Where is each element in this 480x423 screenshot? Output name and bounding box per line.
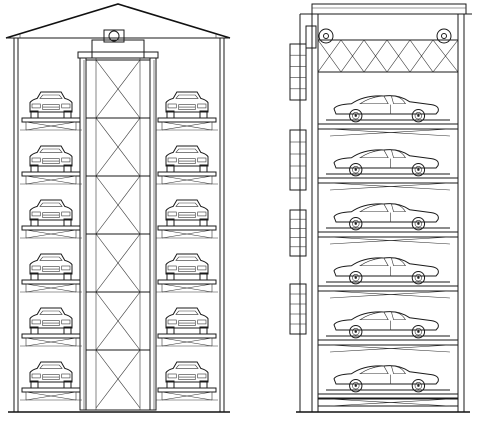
front-right-pallet-3 [156, 225, 218, 239]
side-roof-frame [300, 3, 472, 15]
front-right-car-6 [165, 361, 209, 389]
front-left-pallet-3 [20, 225, 82, 239]
side-panel-2 [289, 129, 307, 191]
side-car-4 [333, 257, 439, 285]
front-left-car-1 [29, 91, 73, 119]
front-right-car-1 [165, 91, 209, 119]
side-panel-3 [289, 209, 307, 257]
side-elevation-view [289, 3, 472, 413]
front-left-car-2 [29, 145, 73, 173]
side-car-5 [333, 311, 439, 339]
side-level-5 [317, 335, 459, 353]
side-panel-1 [289, 43, 307, 101]
front-right-car-2 [165, 145, 209, 173]
front-right-pallet-2 [156, 171, 218, 185]
front-lift-shaft [77, 29, 159, 411]
front-left-pallet-2 [20, 171, 82, 185]
side-top-truss [305, 25, 459, 73]
front-right-pallet-5 [156, 333, 218, 347]
front-right-car-4 [165, 253, 209, 281]
side-car-1 [333, 95, 439, 123]
front-outer-columns [13, 38, 225, 412]
front-left-car-6 [29, 361, 73, 389]
front-left-car-4 [29, 253, 73, 281]
side-level-1 [317, 119, 459, 137]
front-elevation-view [5, 3, 231, 413]
front-shaft-bracing [86, 59, 150, 409]
side-car-2 [333, 149, 439, 177]
front-left-car-5 [29, 307, 73, 335]
front-right-pallet-4 [156, 279, 218, 293]
front-right-pallet-6 [156, 387, 218, 401]
front-left-pallet-5 [20, 333, 82, 347]
front-right-parking-column [153, 60, 221, 410]
side-level-3 [317, 227, 459, 245]
front-roof [5, 3, 231, 39]
side-panel-4 [289, 283, 307, 335]
side-guide-panels [289, 43, 307, 335]
front-left-pallet-4 [20, 279, 82, 293]
front-left-parking-column [17, 60, 85, 410]
side-parking-column [317, 95, 459, 407]
side-level-6 [317, 389, 459, 407]
front-left-car-3 [29, 199, 73, 227]
front-right-pallet-1 [156, 117, 218, 131]
front-left-pallet-6 [20, 387, 82, 401]
side-car-3 [333, 203, 439, 231]
front-left-pallet-1 [20, 117, 82, 131]
side-level-2 [317, 173, 459, 191]
front-right-car-3 [165, 199, 209, 227]
side-level-4 [317, 281, 459, 299]
front-right-car-5 [165, 307, 209, 335]
side-columns [299, 14, 465, 412]
side-car-6 [333, 365, 439, 393]
